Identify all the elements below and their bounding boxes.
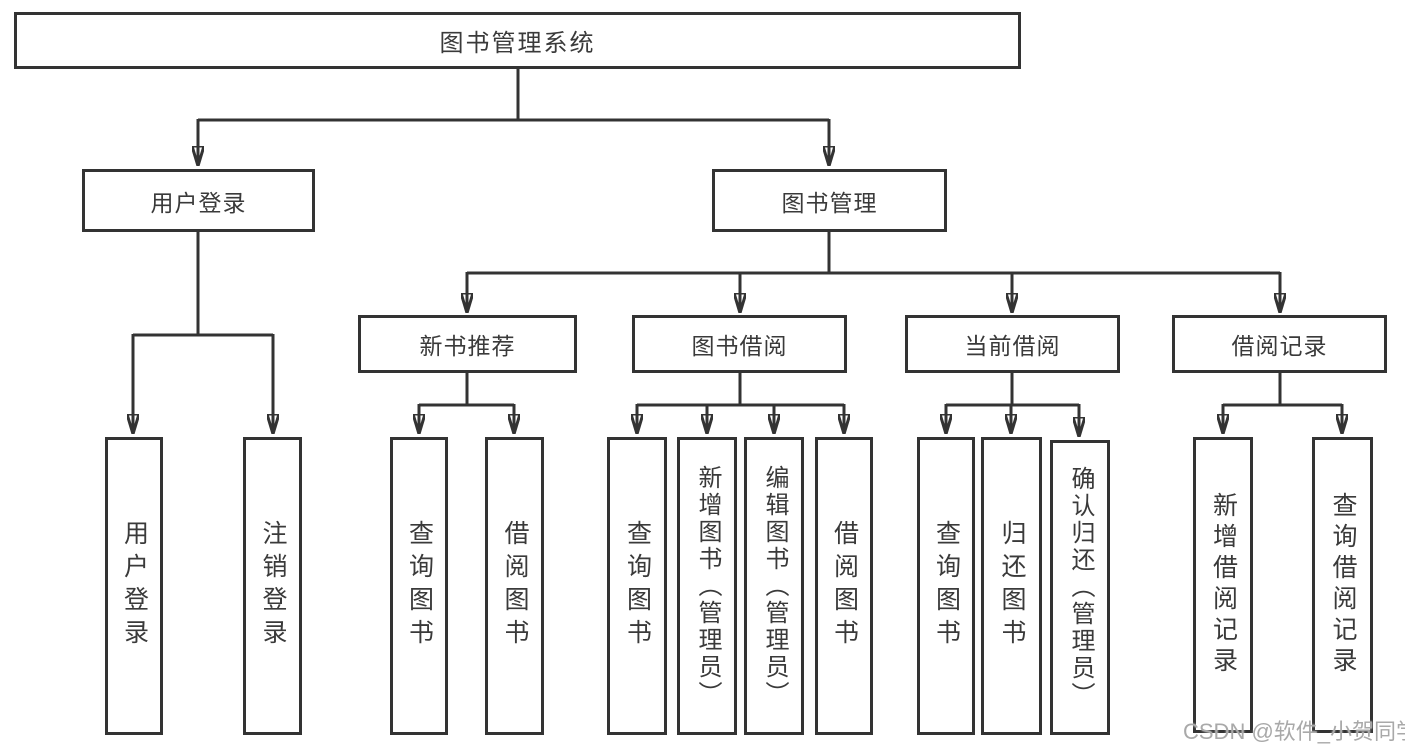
node-library-management-system: 图书管理系统 <box>14 12 1021 69</box>
node-label: 新增图书（管理员） <box>694 464 721 708</box>
leaf-return-books: 归还图书 <box>981 437 1042 735</box>
node-current-borrowing: 当前借阅 <box>905 315 1120 373</box>
leaf-confirm-return-admin: 确认归还（管理员） <box>1050 440 1110 735</box>
node-label: 借阅记录 <box>1231 333 1328 359</box>
node-label: 新增借阅记录 <box>1209 492 1238 678</box>
node-user-login: 用户登录 <box>82 169 315 232</box>
node-label: 查询图书 <box>623 520 652 652</box>
leaf-logout: 注销登录 <box>243 437 302 735</box>
node-new-book-recommend: 新书推荐 <box>358 315 577 373</box>
node-label: 借阅图书 <box>501 520 529 652</box>
node-book-management: 图书管理 <box>712 169 947 232</box>
leaf-add-borrow-record: 新增借阅记录 <box>1193 437 1253 733</box>
leaf-query-books-current: 查询图书 <box>917 437 975 735</box>
leaf-edit-book-admin: 编辑图书（管理员） <box>744 437 804 735</box>
node-label: 图书借阅 <box>691 333 788 359</box>
node-label: 图书管理 <box>781 189 878 216</box>
node-label: 查询图书 <box>405 520 434 652</box>
leaf-query-books-borrowing: 查询图书 <box>607 437 667 735</box>
csdn-watermark: CSDN @软件_小贺同学 <box>1183 719 1405 744</box>
leaf-borrow-books-recommend: 借阅图书 <box>485 437 544 735</box>
node-label: 确认归还（管理员） <box>1067 466 1094 709</box>
node-label: 归还图书 <box>998 520 1026 652</box>
node-label: 图书管理系统 <box>439 30 596 57</box>
node-label: 注销登录 <box>259 520 287 652</box>
node-borrowing-records: 借阅记录 <box>1172 315 1387 373</box>
leaf-borrow-books: 借阅图书 <box>815 437 873 735</box>
node-label: 编辑图书（管理员） <box>761 464 788 708</box>
leaf-add-book-admin: 新增图书（管理员） <box>677 437 737 735</box>
leaf-query-books-recommend: 查询图书 <box>390 437 448 735</box>
node-book-borrowing: 图书借阅 <box>632 315 847 373</box>
node-label: 用户登录 <box>150 189 247 216</box>
node-label: 查询借阅记录 <box>1329 492 1357 678</box>
node-label: 借阅图书 <box>830 520 859 652</box>
node-label: 新书推荐 <box>419 333 516 359</box>
node-label: 当前借阅 <box>964 333 1061 359</box>
leaf-user-login: 用户登录 <box>105 437 163 735</box>
leaf-query-borrow-record: 查询借阅记录 <box>1312 437 1373 733</box>
node-label: 查询图书 <box>932 520 961 652</box>
node-label: 用户登录 <box>120 520 149 652</box>
